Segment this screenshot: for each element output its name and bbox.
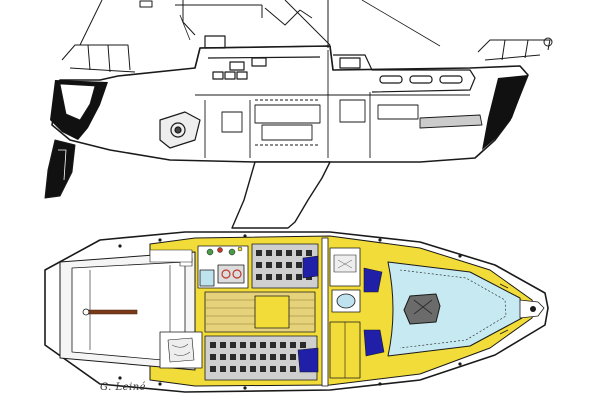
locker-blue-4	[297, 347, 319, 373]
navigation-light	[543, 37, 553, 47]
bow-black-paint	[482, 75, 528, 150]
tiller	[84, 309, 138, 315]
locker-blue-1	[302, 255, 319, 279]
locker-blue-3	[363, 329, 385, 357]
galley	[197, 245, 249, 289]
locker-blue-2	[363, 267, 383, 293]
bulkhead-door	[339, 99, 366, 123]
boom-vang-block	[139, 0, 153, 8]
artist-signature: G. Leiné	[100, 382, 147, 393]
chart-table	[159, 331, 203, 369]
blue-lockers	[297, 255, 385, 373]
forehatch	[403, 293, 441, 325]
hull-port-1	[379, 75, 403, 84]
galley-unit	[221, 111, 243, 133]
port-3	[236, 71, 248, 80]
cabin-window-2	[251, 57, 267, 67]
profile-interior	[195, 50, 483, 158]
anchor-locker	[499, 283, 545, 335]
engine	[159, 111, 201, 149]
hanging-locker	[329, 321, 361, 379]
port-1	[212, 71, 224, 80]
settee-front	[261, 124, 313, 141]
hull-port-2	[409, 75, 433, 84]
stern-pulpit	[61, 44, 136, 73]
rudder-stock	[82, 308, 90, 316]
stern-inner-panel	[59, 83, 96, 121]
accommodation-plan	[44, 231, 549, 393]
deckhouse	[194, 35, 476, 93]
rudder	[44, 139, 76, 199]
stanchions	[118, 234, 462, 390]
aft-locker	[149, 249, 193, 263]
port-2	[224, 71, 236, 80]
stove-burner-1	[221, 269, 231, 279]
cockpit	[59, 251, 196, 371]
profile-view	[44, 0, 553, 229]
rigging	[79, 0, 441, 48]
hull-port-3	[439, 75, 463, 84]
stove-burner-2	[232, 269, 242, 279]
companionway-hatch	[204, 35, 226, 49]
starboard-settee	[204, 335, 318, 381]
bow-pulpit	[477, 37, 553, 61]
forward-hatch	[339, 57, 361, 69]
head-compartment	[329, 247, 361, 313]
saloon-table	[254, 295, 290, 329]
main-bulkhead	[321, 237, 329, 387]
galley-sink	[199, 269, 215, 287]
cabin-sole	[204, 291, 316, 333]
cabin-window-1	[229, 61, 245, 71]
keel	[231, 161, 331, 229]
v-berth-side	[377, 104, 419, 120]
settee-back	[254, 104, 321, 124]
